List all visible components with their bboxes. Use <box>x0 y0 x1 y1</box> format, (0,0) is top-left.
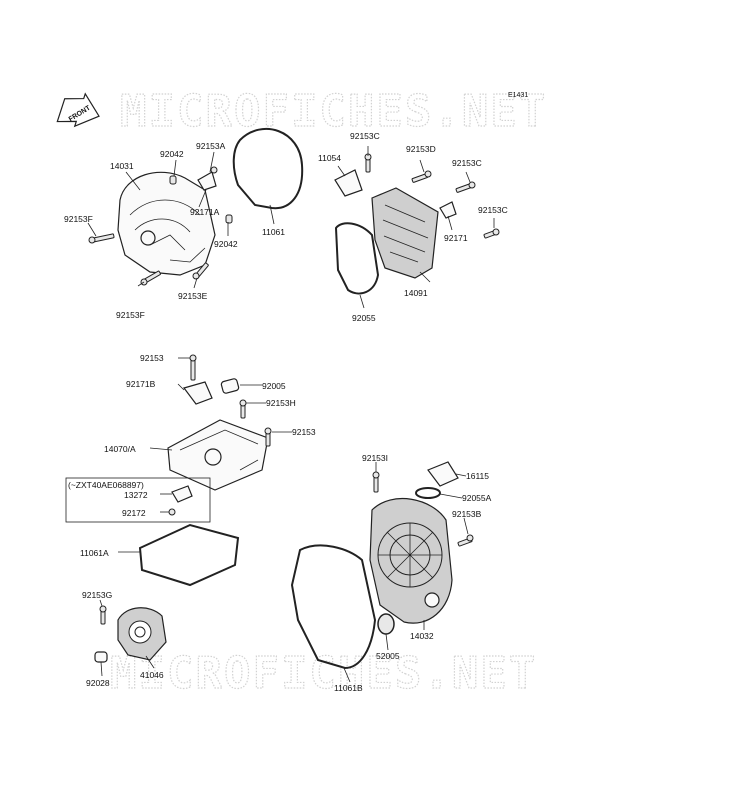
plug-92028 <box>94 651 108 663</box>
dowel-92042-b <box>225 214 233 224</box>
callout-92005-a: 92005 <box>262 381 286 391</box>
callout-92153c-a: 92153C <box>350 131 380 141</box>
callout-92153c-b: 92153C <box>452 158 482 168</box>
callout-92171b: 92171B <box>126 379 156 389</box>
bolt-92153c-right <box>455 181 476 193</box>
callout-92171a: 92171A <box>190 207 220 217</box>
engine-cover-left <box>117 171 216 276</box>
callout-92055: 92055 <box>352 313 376 323</box>
callout-14031: 14031 <box>110 161 134 171</box>
gasket-11061a <box>138 523 240 587</box>
cover-14091 <box>371 187 439 279</box>
bolt-92153e <box>192 262 209 280</box>
diagram-code: E1431 <box>508 92 528 99</box>
cover-14070a <box>167 419 269 491</box>
dowel-92042-a <box>169 175 177 185</box>
serial-note-box <box>65 477 211 523</box>
callout-92042-b: 92042 <box>214 239 238 249</box>
callout-92153f-a: 92153F <box>64 214 93 224</box>
callout-92171: 92171 <box>444 233 468 243</box>
callout-92055a: 92055A <box>462 493 492 503</box>
oring-92055a <box>415 487 441 499</box>
callout-92153a: 92153A <box>196 141 226 151</box>
callout-92042-a: 92042 <box>160 149 184 159</box>
bolt-92153c-top <box>364 153 372 173</box>
front-arrow-icon: FRONT <box>56 92 100 128</box>
callout-52005: 52005 <box>376 651 400 661</box>
bolt-92153f-top <box>88 233 115 244</box>
bolt-92153-top <box>189 354 197 381</box>
bolt-92153-right <box>264 427 272 447</box>
gasket-11061 <box>232 127 304 210</box>
bolt-92153d <box>411 170 432 183</box>
callout-92153e: 92153E <box>178 291 208 301</box>
callout-11061b: 11061B <box>334 683 363 693</box>
callout-92153c-c: 92153C <box>478 205 508 215</box>
callout-92153i: 92153I <box>362 453 388 463</box>
cover-14032 <box>369 497 453 624</box>
leader-lines <box>87 146 495 683</box>
watermark-top: MICROFICHES.NET <box>120 86 547 137</box>
bolt-92153f-bottom <box>140 270 161 286</box>
callout-11061a: 11061A <box>80 548 109 558</box>
bolt-92153h <box>239 399 247 419</box>
seal-52005 <box>377 613 395 635</box>
callout-14091: 14091 <box>404 288 428 298</box>
callout-92153g: 92153G <box>82 590 112 600</box>
callout-92028: 92028 <box>86 678 110 688</box>
callout-92153-a: 92153 <box>140 353 164 363</box>
bolt-92153c-lower <box>483 228 500 239</box>
bolt-92153i <box>372 471 380 493</box>
callout-92153d: 92153D <box>406 144 436 154</box>
watermark-bottom: MICROFICHES.NET <box>110 648 537 699</box>
cover-41046 <box>117 607 167 661</box>
bracket-92171b <box>182 381 213 405</box>
callout-92153h: 92153H <box>266 398 296 408</box>
gasket-11061b <box>290 544 377 670</box>
fitting-92005 <box>220 378 240 394</box>
callout-92153-b: 92153 <box>292 427 316 437</box>
callout-labels: 14031 92042 92153A 92153F 92171A 92042 1… <box>64 131 508 693</box>
callout-92172: 92172 <box>122 508 146 518</box>
cap-16115 <box>427 461 459 487</box>
callout-serial-range: (~ZXT40AE068897) <box>68 480 144 490</box>
callout-11054: 11054 <box>318 153 341 163</box>
callout-92153f-b: 92153F <box>116 310 145 320</box>
callout-13272: 13272 <box>124 490 148 500</box>
callout-14032: 14032 <box>410 631 434 641</box>
callout-92153b: 92153B <box>452 509 482 519</box>
gasket-92055 <box>334 222 380 295</box>
bolt-92153b <box>457 534 474 547</box>
bracket-11054 <box>334 169 363 197</box>
callout-11061: 11061 <box>262 227 285 237</box>
bracket-92171 <box>439 201 457 219</box>
screw-92172 <box>168 508 176 516</box>
plate-13272 <box>171 485 193 503</box>
callout-41046: 41046 <box>140 670 164 680</box>
bolt-92153g <box>99 605 107 625</box>
callout-16115: 16115 <box>466 471 489 481</box>
bracket-92171a <box>197 166 218 191</box>
callout-14070a: 14070/A <box>104 444 136 454</box>
